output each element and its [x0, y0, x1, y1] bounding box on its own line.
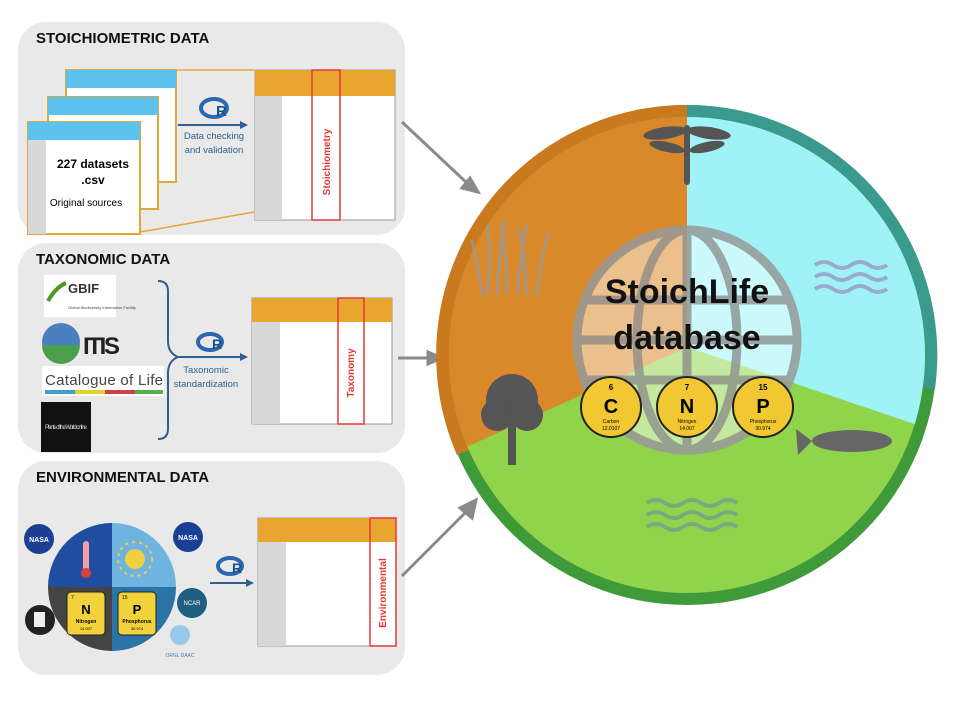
ncar-logo — [177, 588, 207, 618]
taxonomy-column: Taxonomy — [346, 348, 357, 398]
environmental-panel: ENVIRONMENTAL DATA 7 N Nitrogen 14.007 1… — [18, 461, 405, 675]
bracket — [157, 280, 181, 440]
database-title: StoichLife — [605, 273, 769, 311]
nasa-text: NASA — [178, 535, 198, 542]
svg-text:R: R — [216, 103, 227, 120]
svg-text:N: N — [680, 396, 694, 418]
step-label: standardization — [174, 379, 238, 390]
environmental-column: Environmental — [378, 558, 389, 628]
svg-text:R: R — [232, 560, 242, 576]
powo-text: Plants of the World online — [45, 425, 88, 431]
r-logo-icon: R — [199, 97, 229, 120]
svg-text:30.974: 30.974 — [131, 626, 144, 631]
stoichlife-circle: StoichLife database 6 C Carbon 12.0107 7… — [436, 104, 938, 605]
sun-icon — [125, 549, 145, 569]
svg-text:7: 7 — [71, 595, 74, 601]
svg-text:30.974: 30.974 — [755, 426, 771, 432]
nasa-logo — [173, 522, 203, 552]
ornl-daac-logo — [170, 625, 190, 645]
svg-text:7: 7 — [685, 383, 690, 392]
nitrogen-tile: 7 N Nitrogen 14.007 — [66, 591, 106, 636]
svg-text:Phosphorus: Phosphorus — [750, 419, 777, 425]
svg-text:Carbon: Carbon — [603, 419, 620, 425]
svg-text:15: 15 — [122, 595, 128, 601]
gbif-text: GBIF — [68, 281, 99, 296]
itis-text: ITIS — [83, 333, 120, 360]
output-table — [254, 69, 396, 221]
gbif-subtitle: Global Biodiversity Information Facility — [68, 305, 136, 310]
original-sources-label: Original sources — [50, 198, 122, 209]
stoichiometry-column: Stoichiometry — [322, 128, 333, 195]
stoichiometric-panel: STOICHIOMETRIC DATA 227 datasets .csv Or… — [18, 22, 405, 235]
phosphorus-tile: 15 P Phosphorus 30.974 — [117, 591, 157, 636]
panel-title: STOICHIOMETRIC DATA — [36, 30, 210, 47]
water-waves-icon — [813, 260, 889, 294]
nasa-text: NASA — [29, 537, 49, 544]
fish-icon — [796, 429, 892, 455]
svg-text:R: R — [212, 336, 222, 352]
phosphorus-badge: 15 P Phosphorus 30.974 — [732, 376, 794, 438]
tree-icon — [481, 374, 543, 465]
panel-title: ENVIRONMENTAL DATA — [36, 469, 210, 486]
stoichiometric-diagram: 227 datasets .csv Original sources R Dat… — [27, 69, 396, 235]
dragonfly-icon — [643, 125, 731, 185]
environmental-diagram: 7 N Nitrogen 14.007 15 P Phosphorus 30.9… — [24, 517, 397, 659]
svg-text:P: P — [133, 602, 142, 617]
carbon-badge: 6 C Carbon 12.0107 — [580, 376, 642, 438]
svg-text:6: 6 — [609, 383, 614, 392]
panel-title: TAXONOMIC DATA — [36, 251, 171, 268]
output-table — [251, 297, 393, 425]
thermometer-icon — [83, 541, 89, 571]
taxonomic-diagram: GBIF Global Biodiversity Information Fac… — [41, 275, 393, 452]
output-table — [257, 517, 397, 647]
taxonomic-panel: TAXONOMIC DATA GBIF Global Biodiversity … — [18, 243, 405, 453]
plants-of-world-logo — [41, 402, 91, 452]
svg-text:N: N — [81, 602, 90, 617]
nitrogen-badge: 7 N Nitrogen 14.007 — [656, 376, 718, 438]
step-label: Data checking — [184, 131, 244, 142]
col-text: Catalogue of Life — [45, 372, 163, 389]
ncar-text: NCAR — [183, 601, 201, 607]
grass-icon — [470, 219, 551, 296]
svg-text:14.007: 14.007 — [80, 626, 93, 631]
svg-text:Nitrogen: Nitrogen — [76, 619, 97, 625]
svg-text:14.007: 14.007 — [679, 426, 695, 432]
r-logo-icon: R — [216, 556, 244, 576]
svg-text:Phosphorus: Phosphorus — [122, 619, 151, 625]
gbif-logo — [44, 275, 116, 317]
datasets-format: .csv — [81, 173, 105, 187]
svg-text:Nitrogen: Nitrogen — [678, 419, 697, 425]
step-label: Taxonomic — [183, 365, 229, 376]
svg-text:C: C — [604, 396, 618, 418]
csv-stack — [27, 69, 255, 235]
ornl-daac-text: ORNL DAAC — [166, 653, 195, 659]
sea-waves-icon — [645, 498, 739, 532]
database-subtitle: database — [613, 319, 760, 357]
datasets-count: 227 datasets — [57, 157, 129, 171]
step-label: and validation — [185, 145, 244, 156]
nasa-logo — [24, 524, 54, 554]
svg-text:12.0107: 12.0107 — [602, 426, 620, 432]
svg-text:15: 15 — [759, 383, 768, 392]
svg-text:P: P — [756, 396, 769, 418]
r-logo-icon: R — [196, 332, 224, 352]
